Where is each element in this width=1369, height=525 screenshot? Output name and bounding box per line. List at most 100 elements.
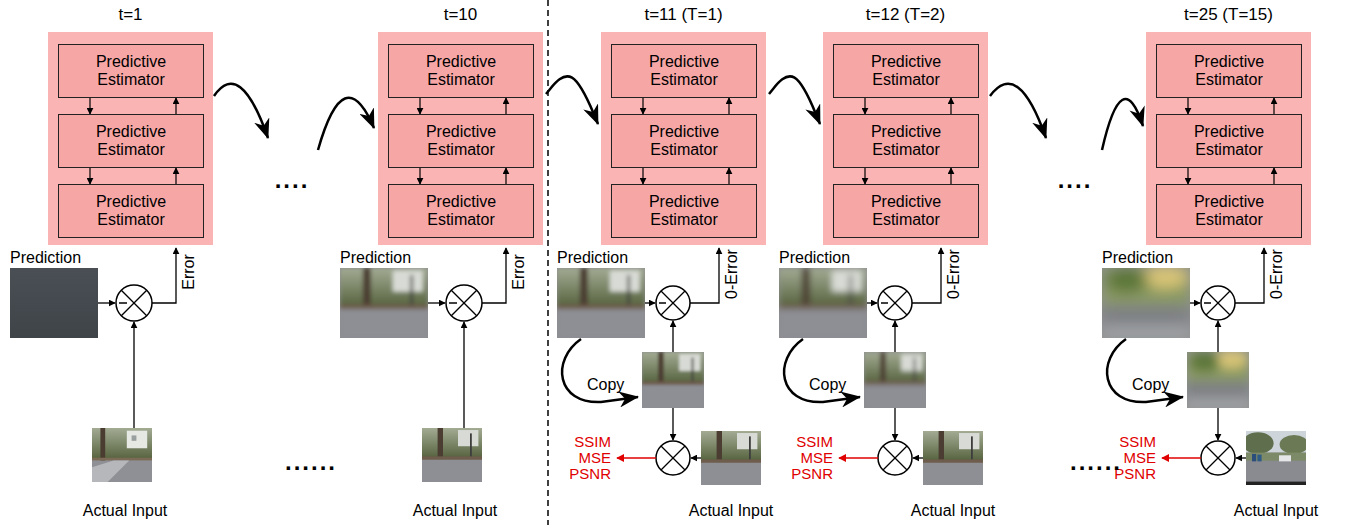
signal-line: [894, 408, 895, 440]
column: [10, 248, 176, 482]
time-arrow: [769, 76, 820, 124]
error-line: [152, 248, 176, 303]
signal-arrow: [505, 168, 506, 184]
time-arrow: [214, 84, 268, 138]
box-label: Predictive Estimator: [629, 123, 739, 160]
signal-arrow: [89, 168, 90, 184]
cross-mark: [1206, 446, 1230, 470]
estimator-panel: t=11 (T=1)Predictive EstimatorPredictive…: [601, 32, 766, 245]
compare-node: [1201, 441, 1235, 475]
prediction-image: [340, 268, 428, 338]
error-label: Error: [510, 254, 528, 290]
predictive-estimator-box: Predictive Estimator: [1156, 184, 1302, 238]
prediction-image: [557, 268, 645, 338]
signal-line: [672, 321, 673, 352]
signal-line: [1217, 408, 1218, 440]
zero-error-label: 0-Error: [1268, 249, 1286, 299]
metric-label: SSIM: [1119, 434, 1156, 451]
metric-label: PSNR: [569, 466, 611, 483]
subtract-node: [1201, 286, 1235, 320]
prediction-label: Prediction: [10, 249, 81, 267]
minus-mark: [881, 302, 888, 304]
divider-line: [547, 0, 549, 525]
copied-image: [864, 352, 926, 408]
zero-error-label: 0-Error: [945, 249, 963, 299]
signal-line: [894, 321, 895, 352]
column: [340, 248, 506, 482]
box-label: Predictive Estimator: [851, 193, 961, 230]
predictive-estimator-box: Predictive Estimator: [1156, 114, 1302, 168]
box-label: Predictive Estimator: [1174, 53, 1284, 90]
signal-line: [133, 322, 134, 428]
estimator-panel: t=1Predictive EstimatorPredictive Estima…: [48, 32, 213, 245]
cross-mark: [883, 446, 907, 470]
input-image: [422, 428, 482, 482]
predictive-estimator-box: Predictive Estimator: [611, 44, 757, 98]
predictive-estimator-box: Predictive Estimator: [58, 44, 204, 98]
signal-arrow: [864, 168, 865, 184]
subtract-node: [656, 286, 690, 320]
time-step-label: t=1: [48, 5, 213, 25]
cross-mark: [1206, 446, 1230, 470]
input-label: Actual Input: [413, 502, 498, 520]
signal-arrow: [642, 98, 643, 114]
signal-arrow: [175, 168, 176, 184]
copied-image: [1187, 350, 1249, 408]
input-label: Actual Input: [1234, 502, 1319, 520]
metric-label: MSE: [1123, 450, 1156, 467]
copy-arrow: [784, 339, 860, 402]
minus-mark: [1204, 302, 1211, 304]
cross-mark: [661, 446, 685, 470]
prediction-image: [1102, 265, 1190, 338]
copy-label: Copy: [809, 376, 846, 394]
time-arrow: [546, 76, 598, 124]
signal-arrow: [950, 98, 951, 114]
box-label: Predictive Estimator: [76, 193, 186, 230]
box-label: Predictive Estimator: [851, 123, 961, 160]
time-step-label: t=10: [378, 5, 543, 25]
estimator-panel: t=12 (T=2)Predictive EstimatorPredictive…: [823, 32, 988, 245]
box-label: Predictive Estimator: [1174, 193, 1284, 230]
prediction-label: Prediction: [340, 249, 411, 267]
signal-arrow: [419, 98, 420, 114]
input-image: [701, 431, 761, 485]
minus-mark: [659, 302, 666, 304]
signal-arrow: [419, 168, 420, 184]
signal-arrow: [864, 98, 865, 114]
prediction-label: Prediction: [779, 249, 850, 267]
metric-label: MSE: [578, 450, 611, 467]
signal-line: [645, 302, 655, 303]
signal-arrow: [1273, 98, 1274, 114]
signal-line: [1190, 302, 1200, 303]
signal-line: [691, 457, 701, 458]
metric-arrow: [1162, 457, 1201, 459]
copy-label: Copy: [587, 376, 624, 394]
signal-arrow: [89, 98, 90, 114]
predictive-estimator-box: Predictive Estimator: [833, 114, 979, 168]
box-label: Predictive Estimator: [406, 53, 516, 90]
input-label: Actual Input: [911, 502, 996, 520]
input-label: Actual Input: [689, 502, 774, 520]
signal-arrow: [642, 168, 643, 184]
input-image: [923, 431, 983, 485]
cross-mark: [661, 446, 685, 470]
signal-line: [672, 408, 673, 440]
subtract-node: [878, 286, 912, 320]
signal-arrow: [1187, 98, 1188, 114]
box-label: Predictive Estimator: [406, 123, 516, 160]
box-label: Predictive Estimator: [406, 193, 516, 230]
error-line: [690, 248, 719, 303]
predictive-estimator-box: Predictive Estimator: [388, 44, 534, 98]
compare-node: [656, 441, 690, 475]
predictive-estimator-box: Predictive Estimator: [1156, 44, 1302, 98]
predictive-estimator-box: Predictive Estimator: [611, 114, 757, 168]
column: [557, 248, 761, 485]
time-step-label: t=11 (T=1): [601, 5, 766, 25]
metric-label: PSNR: [791, 466, 833, 483]
subtract-node: [446, 285, 482, 321]
copy-arrow: [562, 339, 638, 402]
predictive-estimator-box: Predictive Estimator: [388, 114, 534, 168]
predictive-estimator-box: Predictive Estimator: [58, 184, 204, 238]
time-arrow: [318, 98, 374, 150]
column: [779, 248, 983, 485]
